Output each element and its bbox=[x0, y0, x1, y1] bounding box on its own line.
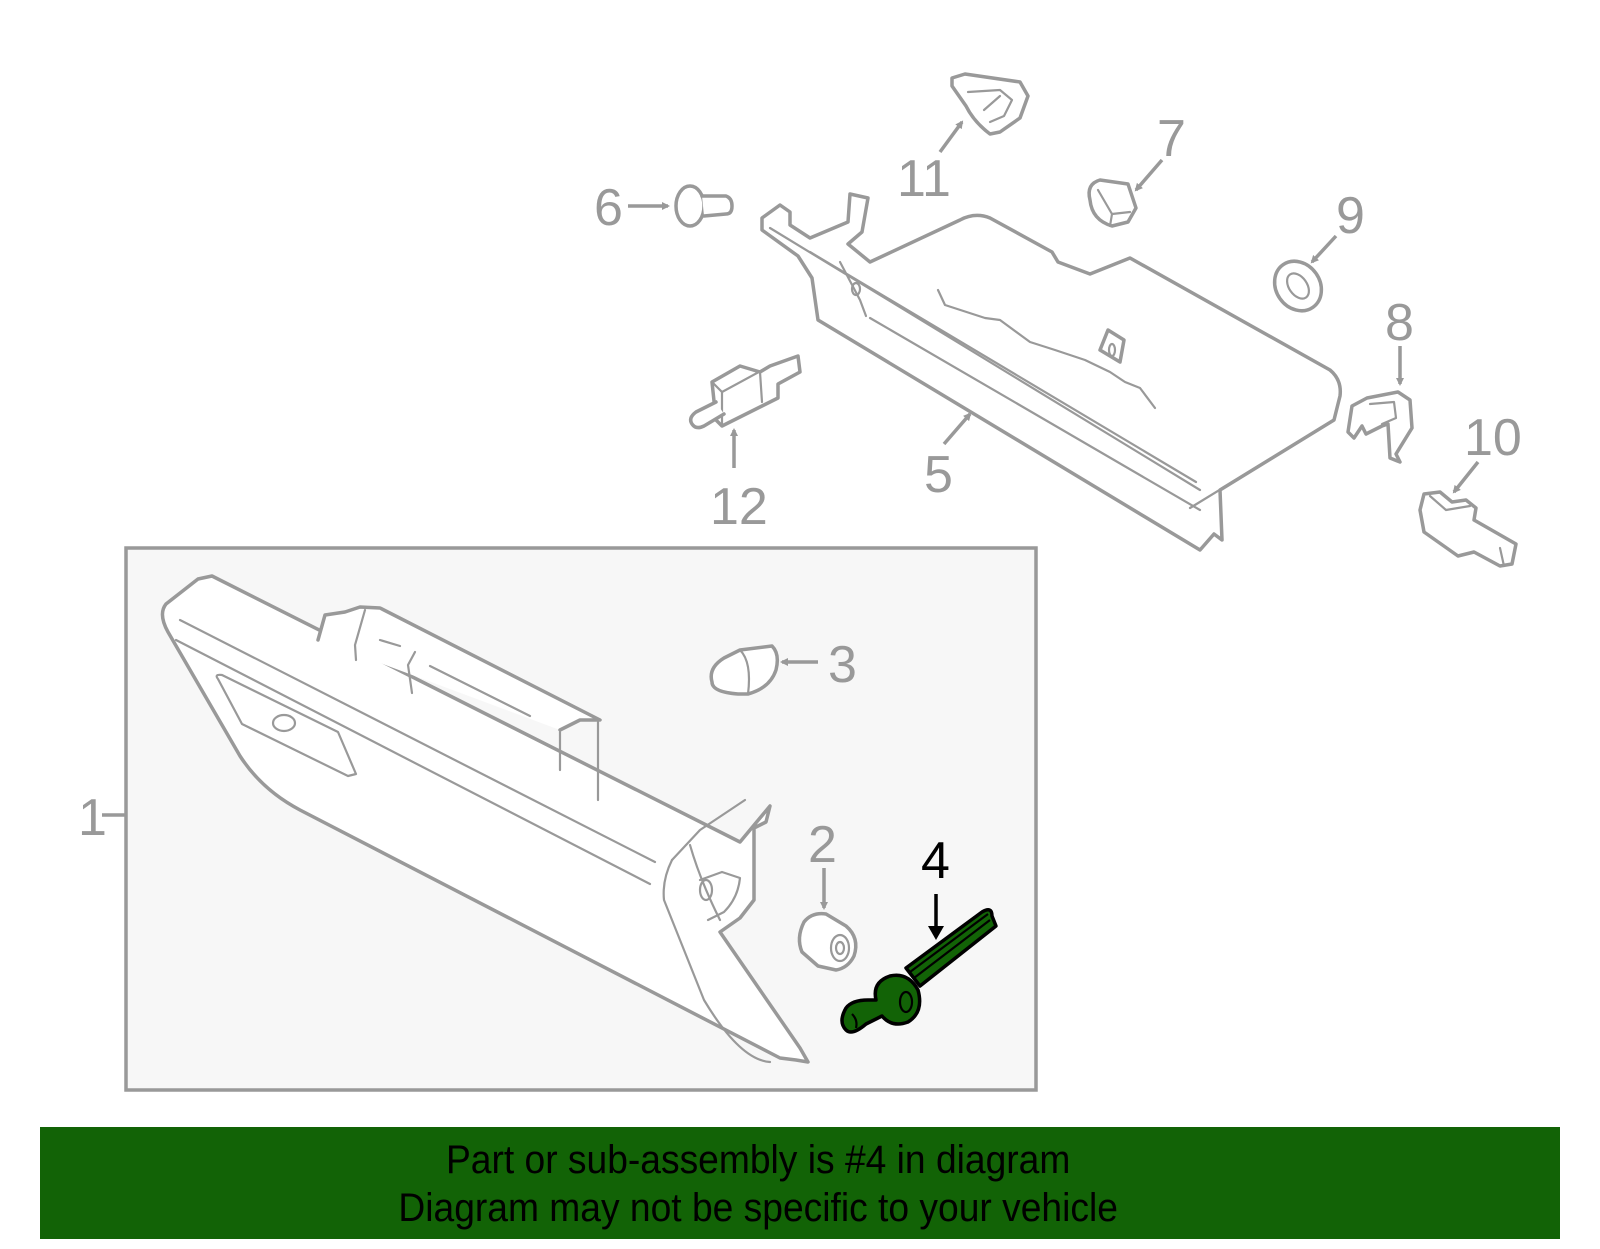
svg-text:9: 9 bbox=[1336, 187, 1365, 245]
clip-part-7[interactable] bbox=[1087, 178, 1138, 228]
svg-text:10: 10 bbox=[1464, 409, 1522, 467]
pin-part-6[interactable] bbox=[674, 184, 734, 228]
svg-text:1: 1 bbox=[78, 789, 107, 847]
cover-part-11[interactable] bbox=[950, 72, 1030, 136]
washer-part-9[interactable] bbox=[1265, 252, 1331, 320]
callout-1[interactable]: 1 bbox=[78, 789, 107, 847]
glove-box-door-part-1[interactable] bbox=[160, 574, 810, 1064]
switch-part-12[interactable] bbox=[688, 354, 802, 430]
damper-part-4-highlighted[interactable] bbox=[840, 908, 998, 1034]
callout-12[interactable]: 12 bbox=[710, 428, 768, 536]
callout-11[interactable]: 11 bbox=[897, 120, 964, 208]
callout-5[interactable]: 5 bbox=[924, 412, 972, 504]
banner-disclaimer: Diagram may not be specific to your vehi… bbox=[398, 1186, 1118, 1230]
svg-text:12: 12 bbox=[710, 478, 768, 536]
svg-text:2: 2 bbox=[808, 816, 837, 874]
svg-text:8: 8 bbox=[1385, 294, 1414, 352]
callout-10[interactable]: 10 bbox=[1452, 409, 1522, 494]
glove-box-housing-part-5[interactable] bbox=[760, 192, 1343, 552]
stopper-part-3[interactable] bbox=[709, 644, 780, 696]
callout-6[interactable]: 6 bbox=[594, 179, 670, 237]
callout-2[interactable]: 2 bbox=[808, 816, 837, 910]
latch-striker-part-10[interactable] bbox=[1418, 490, 1518, 568]
callout-7[interactable]: 7 bbox=[1134, 110, 1186, 192]
callout-4[interactable]: 4 bbox=[921, 832, 950, 940]
svg-text:5: 5 bbox=[924, 446, 953, 504]
callout-9[interactable]: 9 bbox=[1310, 187, 1365, 264]
svg-text:4: 4 bbox=[921, 832, 950, 890]
svg-text:3: 3 bbox=[828, 636, 857, 694]
info-banner: Part or sub-assembly is #4 in diagram Di… bbox=[40, 1127, 1560, 1239]
svg-text:11: 11 bbox=[897, 150, 951, 208]
callout-3[interactable]: 3 bbox=[780, 636, 857, 694]
svg-text:7: 7 bbox=[1157, 110, 1186, 168]
callout-8[interactable]: 8 bbox=[1385, 294, 1414, 386]
banner-part-notice: Part or sub-assembly is #4 in diagram bbox=[445, 1138, 1071, 1182]
bracket-clip-part-8[interactable] bbox=[1346, 390, 1414, 464]
bumper-part-2[interactable] bbox=[797, 911, 858, 972]
svg-text:6: 6 bbox=[594, 179, 623, 237]
